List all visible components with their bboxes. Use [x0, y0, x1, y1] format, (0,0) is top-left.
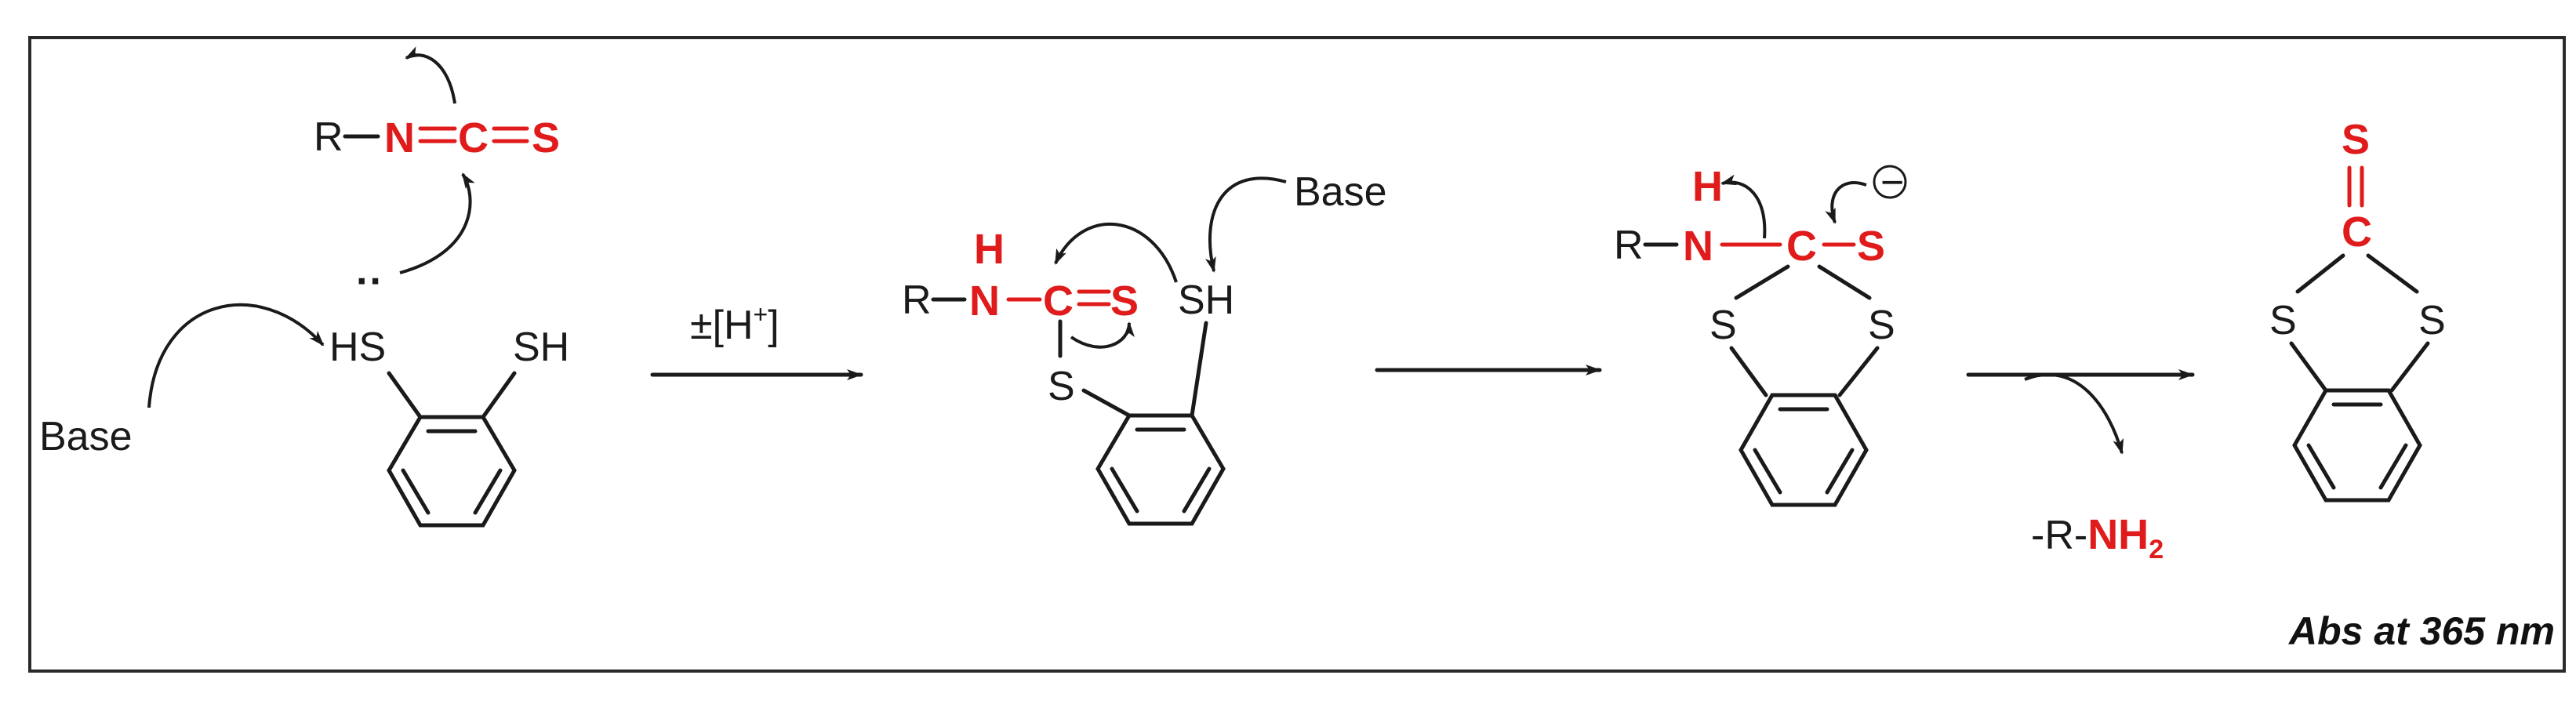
atom-c-product: C [2342, 209, 2372, 256]
atom-s-1: S [1110, 278, 1139, 325]
arrow-thiol-attack [399, 172, 475, 274]
atom-s-ring-right: S [1868, 303, 1895, 348]
atom-s-product-right: S [2418, 298, 2446, 343]
atom-h-1: H [974, 226, 1005, 273]
amine-byproduct: -R-NH2 [2031, 511, 2164, 564]
atom-n-2: N [1683, 223, 1713, 270]
arrow-amine-release [2024, 373, 2124, 455]
benzenedithiol-reactant: ·· HS SH Base [39, 172, 569, 528]
isothiocyanate-reactant: R N C S [314, 46, 560, 161]
atom-c: C [458, 114, 489, 161]
atom-n: N [384, 114, 415, 161]
atom-hs: HS [329, 325, 386, 370]
atom-r-1: R [902, 278, 932, 323]
atom-c-1: C [1043, 278, 1074, 325]
atom-s-2: S [1857, 223, 1885, 270]
atom-s-bridge-1: S [1048, 364, 1075, 409]
dithiocarbamate-intermediate: H R N C S S SH Base [902, 169, 1387, 526]
absorbance-note: Abs at 365 nm [2287, 609, 2555, 653]
atom-sh: SH [513, 325, 569, 370]
atom-s-thione: S [2342, 116, 2370, 163]
atom-r: R [314, 114, 343, 160]
atom-c-2: C [1786, 223, 1817, 270]
scheme-frame [28, 36, 2566, 673]
benzodithiolethione-product: S C S S [2269, 116, 2446, 503]
atom-s-ring-left: S [1709, 303, 1737, 348]
atom-s: S [532, 114, 560, 161]
base-label-1: Base [39, 414, 133, 459]
proton-transfer-label: ±[H+] [690, 300, 779, 348]
atom-n-1: N [969, 278, 1000, 325]
atom-h-2: H [1692, 163, 1723, 210]
tetrahedral-intermediate: H R N C S − S S [1614, 160, 1907, 507]
base-label-2: Base [1294, 169, 1387, 215]
arrow-thiolate-attack [1054, 223, 1178, 283]
arrow-pi-shift [1070, 321, 1135, 349]
negative-charge-icon [1873, 165, 1907, 199]
arrow-base-deprotonation-2 [1205, 176, 1287, 273]
arrow-thiolate-reform [1825, 181, 1867, 224]
atom-sh-1: SH [1178, 278, 1234, 323]
arrow-base-deprotonation [147, 303, 325, 408]
arrow-nh-proton [1720, 174, 1767, 239]
arrow-electron-push [405, 46, 456, 104]
atom-r-2: R [1614, 223, 1644, 268]
lone-pair-dots: ·· [356, 259, 383, 304]
atom-s-product-left: S [2269, 298, 2297, 343]
charge-symbol: − [1880, 160, 1904, 205]
